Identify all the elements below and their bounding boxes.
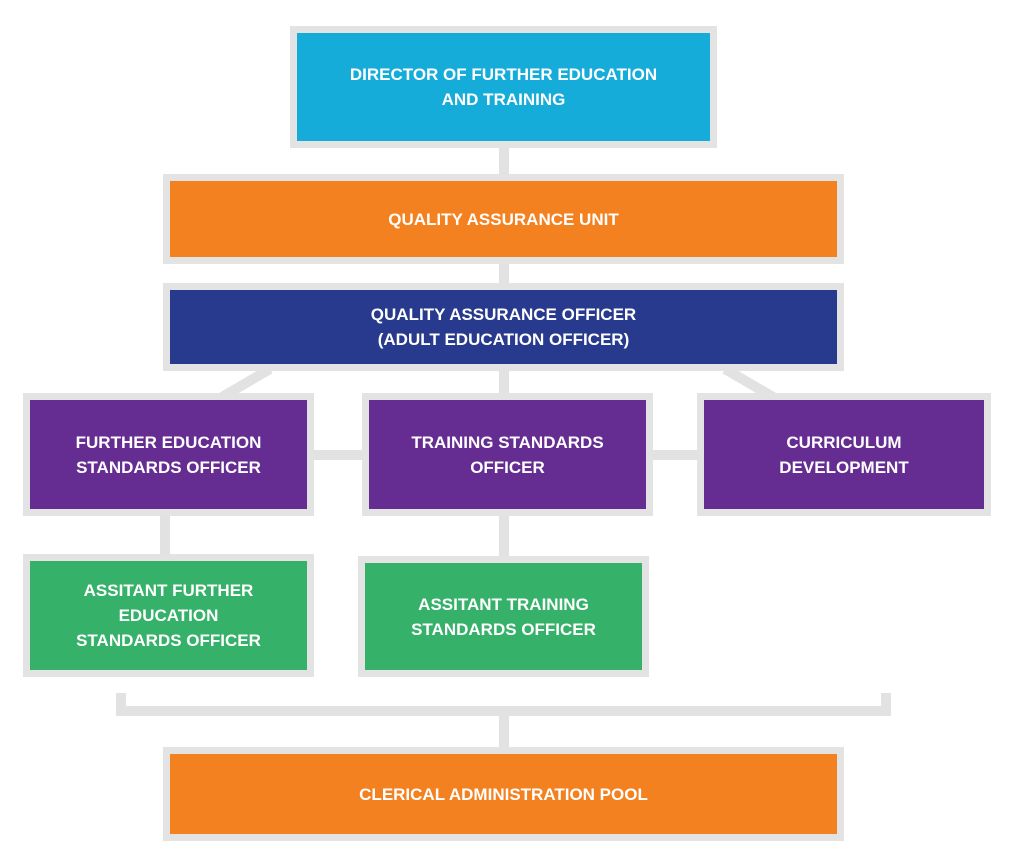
connector-director-unit: [499, 146, 509, 176]
connector-officer-curriculum: [722, 364, 776, 402]
clerical-bracket-left: [116, 693, 126, 716]
node-clerical-administration-pool-label: CLERICAL ADMINISTRATION POOL: [359, 784, 648, 804]
connector-officer-fe: [219, 364, 273, 402]
node-quality-assurance-officer: QUALITY ASSURANCE OFFICER (ADULT EDUCATI…: [163, 283, 844, 371]
node-assistant-training-standards-officer-label: ASSITANT TRAINING STANDARDS OFFICER: [411, 594, 596, 639]
connector-officer-training: [499, 368, 509, 398]
clerical-bracket-bar: [116, 706, 891, 716]
node-curriculum-development: CURRICULUM DEVELOPMENT: [697, 393, 991, 516]
node-clerical-administration-pool: CLERICAL ADMINISTRATION POOL: [163, 747, 844, 841]
connector-fe-training: [311, 450, 367, 460]
node-further-education-standards-officer: FURTHER EDUCATION STANDARDS OFFICER: [23, 393, 314, 516]
node-training-standards-officer-label: TRAINING STANDARDS OFFICER: [411, 432, 604, 477]
clerical-bracket-right: [881, 693, 891, 716]
node-director-label: DIRECTOR OF FURTHER EDUCATION AND TRAINI…: [349, 65, 658, 109]
connector-fe-assistant: [160, 514, 170, 556]
node-further-education-standards-officer-label: FURTHER EDUCATION STANDARDS OFFICER: [75, 432, 262, 477]
node-quality-assurance-unit-label: QUALITY ASSURANCE UNIT: [388, 209, 619, 229]
connector-unit-officer: [499, 262, 509, 286]
connector-training-assistant: [499, 514, 509, 558]
node-quality-assurance-officer-label: QUALITY ASSURANCE OFFICER (ADULT EDUCATI…: [370, 305, 637, 349]
node-assistant-further-education-standards-officer-label: ASSITANT FURTHER EDUCATION STANDARDS OFF…: [76, 581, 261, 650]
node-quality-assurance-unit: QUALITY ASSURANCE UNIT: [163, 174, 844, 264]
node-assistant-training-standards-officer: ASSITANT TRAINING STANDARDS OFFICER: [358, 556, 649, 677]
node-assistant-further-education-standards-officer: ASSITANT FURTHER EDUCATION STANDARDS OFF…: [23, 554, 314, 677]
node-curriculum-development-label: CURRICULUM DEVELOPMENT: [779, 432, 909, 477]
connector-training-curriculum: [650, 450, 702, 460]
connector-bracket-clerical: [499, 716, 509, 750]
node-director: DIRECTOR OF FURTHER EDUCATION AND TRAINI…: [290, 26, 717, 148]
node-training-standards-officer: TRAINING STANDARDS OFFICER: [362, 393, 653, 516]
